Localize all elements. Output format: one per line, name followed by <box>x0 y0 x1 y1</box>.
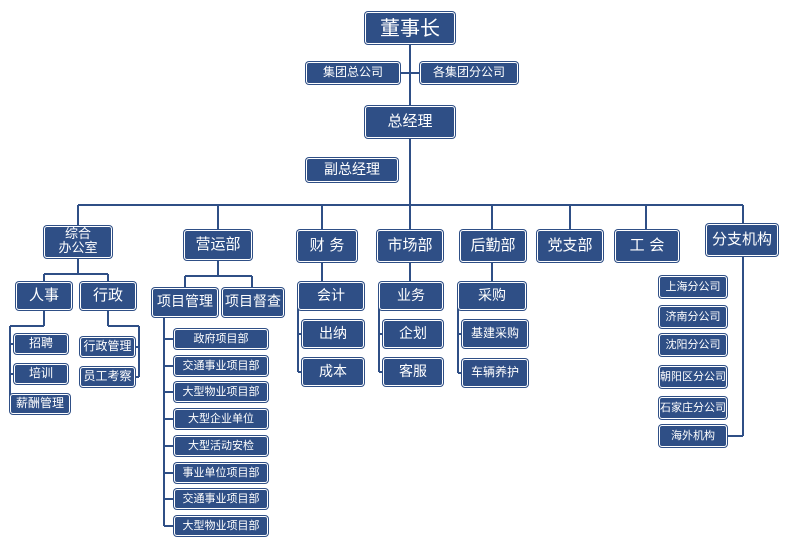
dept-market-box: 市场部 <box>377 230 443 262</box>
pm-item-property: 大型物业项目部 <box>174 382 268 402</box>
chairman-box: 董事长 <box>365 12 455 44</box>
dept-branches-box: 分支机构 <box>706 224 778 256</box>
logistics-item-vehicle-maintenance: 车辆养护 <box>462 359 528 387</box>
branch-jinan: 济南分公司 <box>659 306 727 328</box>
branch-overseas: 海外机构 <box>659 425 727 447</box>
dept-union-box: 工 会 <box>615 230 679 262</box>
pm-item-public-institution: 事业单位项目部 <box>174 463 268 483</box>
admin-item-management: 行政管理 <box>80 337 135 357</box>
market-item-business: 业务 <box>379 282 443 310</box>
branch-chaoyang: 朝阳区分公司 <box>659 366 727 388</box>
pm-item-gov: 政府项目部 <box>174 329 268 349</box>
group-hq-box: 集团总公司 <box>306 62 400 84</box>
gm-box: 总经理 <box>365 106 455 138</box>
dept-logistics-box: 后勤部 <box>460 230 526 262</box>
branch-shanghai: 上海分公司 <box>659 276 727 298</box>
market-item-service: 客服 <box>383 358 443 386</box>
pm-item-property-2: 大型物业项目部 <box>174 516 268 536</box>
finance-item-cost: 成本 <box>302 358 364 386</box>
admin-item-staff-review: 员工考察 <box>80 367 135 387</box>
branch-shenyang: 沈阳分公司 <box>659 334 727 356</box>
logistics-item-purchase: 采购 <box>458 282 526 310</box>
deputy-gm-box: 副总经理 <box>306 158 398 182</box>
finance-item-cashier: 出纳 <box>302 320 364 348</box>
dept-party-box: 党支部 <box>537 230 603 262</box>
pm-item-transport-2: 交通事业项目部 <box>174 489 268 509</box>
hr-item-training: 培训 <box>14 364 68 384</box>
admin-admin-box: 行政 <box>80 282 136 310</box>
branch-shijiazhuang: 石家庄分公司 <box>659 397 727 419</box>
pm-item-enterprise: 大型企业单位 <box>174 409 268 429</box>
pm-item-event-security: 大型活动安检 <box>174 436 268 456</box>
logistics-item-construction-purchase: 基建采购 <box>462 320 528 348</box>
market-item-planning: 企划 <box>383 320 443 348</box>
hr-item-recruit: 招聘 <box>14 334 68 354</box>
dept-admin-box: 综合 办公室 <box>44 226 112 258</box>
hr-item-payroll: 薪酬管理 <box>10 394 70 414</box>
admin-hr-box: 人事 <box>16 282 72 310</box>
dept-operations-box: 营运部 <box>184 230 252 260</box>
ops-project-mgmt-box: 项目管理 <box>152 288 218 317</box>
ops-supervision-box: 项目督查 <box>222 288 284 317</box>
group-subs-box: 各集团分公司 <box>420 62 518 84</box>
finance-item-accounting: 会计 <box>298 282 364 310</box>
dept-finance-box: 财 务 <box>297 230 357 262</box>
pm-item-transport: 交通事业项目部 <box>174 356 268 376</box>
dept-admin-label: 综合 办公室 <box>58 227 98 256</box>
